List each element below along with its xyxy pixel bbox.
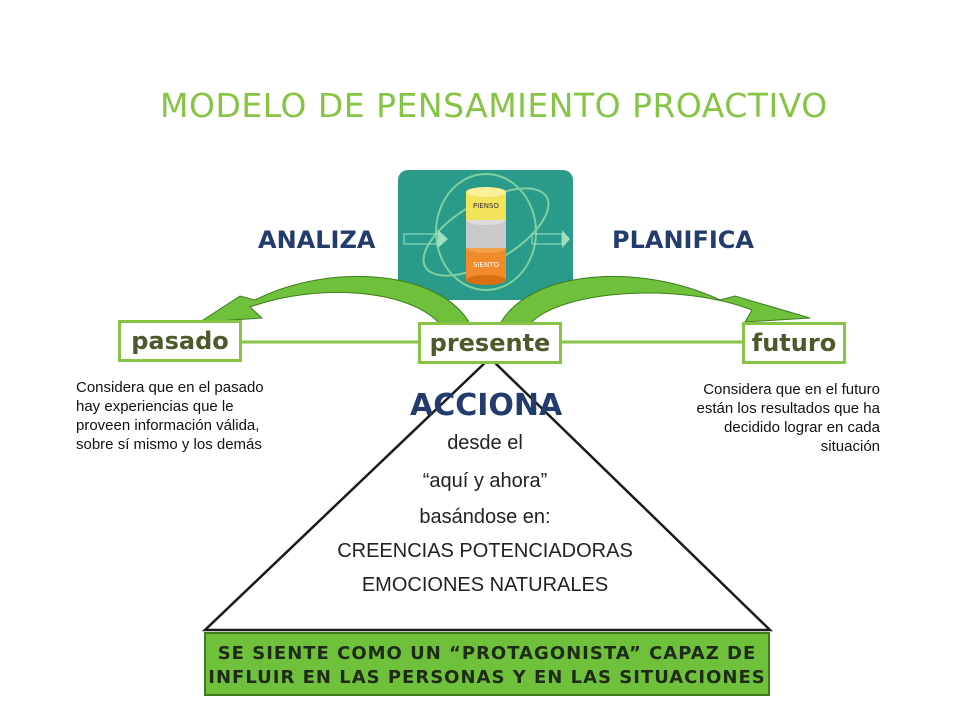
diagram-title: MODELO DE PENSAMIENTO PROACTIVO — [160, 86, 828, 125]
action-line-2: “aquí y ahora” — [422, 470, 548, 492]
left-curved-arrow — [198, 275, 471, 325]
banner-line-2: INFLUIR EN LAS PERSONAS Y EN LAS SITUACI… — [208, 667, 766, 688]
past-line-2: hay experiencias que le — [76, 398, 234, 415]
past-line-1: Considera que en el pasado — [76, 379, 264, 396]
future-line-1: Considera que en el futuro — [703, 381, 880, 398]
future-line-2: están los resultados que ha — [696, 400, 880, 417]
action-line-3: basándose en: — [419, 506, 551, 528]
pienso-label: PIENSO — [473, 202, 499, 210]
siento-label: SIENTO — [473, 261, 499, 269]
action-pyramid — [201, 356, 774, 632]
planifica-label: PLANIFICA — [612, 226, 754, 254]
action-line-1: desde el — [447, 432, 523, 454]
future-description: Considera que en el futuro están los res… — [660, 380, 880, 456]
right-curved-arrow — [499, 275, 811, 325]
pasado-box: pasado — [118, 320, 242, 362]
action-line-4: CREENCIAS POTENCIADORAS — [337, 540, 633, 562]
presente-box: presente — [418, 322, 562, 364]
banner-line-1: SE SIENTE COMO UN “PROTAGONISTA” CAPAZ D… — [217, 643, 757, 664]
acciona-heading: ACCIONA — [410, 388, 563, 423]
future-line-3: decidido lograr en cada — [724, 419, 880, 436]
past-line-3: proveen información válida, — [76, 417, 260, 434]
past-line-4: sobre sí mismo y los demás — [76, 436, 262, 453]
cylinder-icon: PIENSO SIENTO — [403, 173, 570, 291]
futuro-box: futuro — [742, 322, 846, 364]
thinking-feeling-graphic: PIENSO SIENTO — [398, 170, 573, 300]
past-description: Considera que en el pasado hay experienc… — [76, 378, 306, 454]
analiza-label: ANALIZA — [258, 226, 376, 254]
future-line-4: situación — [820, 438, 880, 455]
action-line-5: EMOCIONES NATURALES — [361, 574, 609, 596]
protagonist-banner: SE SIENTE COMO UN “PROTAGONISTA” CAPAZ D… — [204, 632, 770, 696]
